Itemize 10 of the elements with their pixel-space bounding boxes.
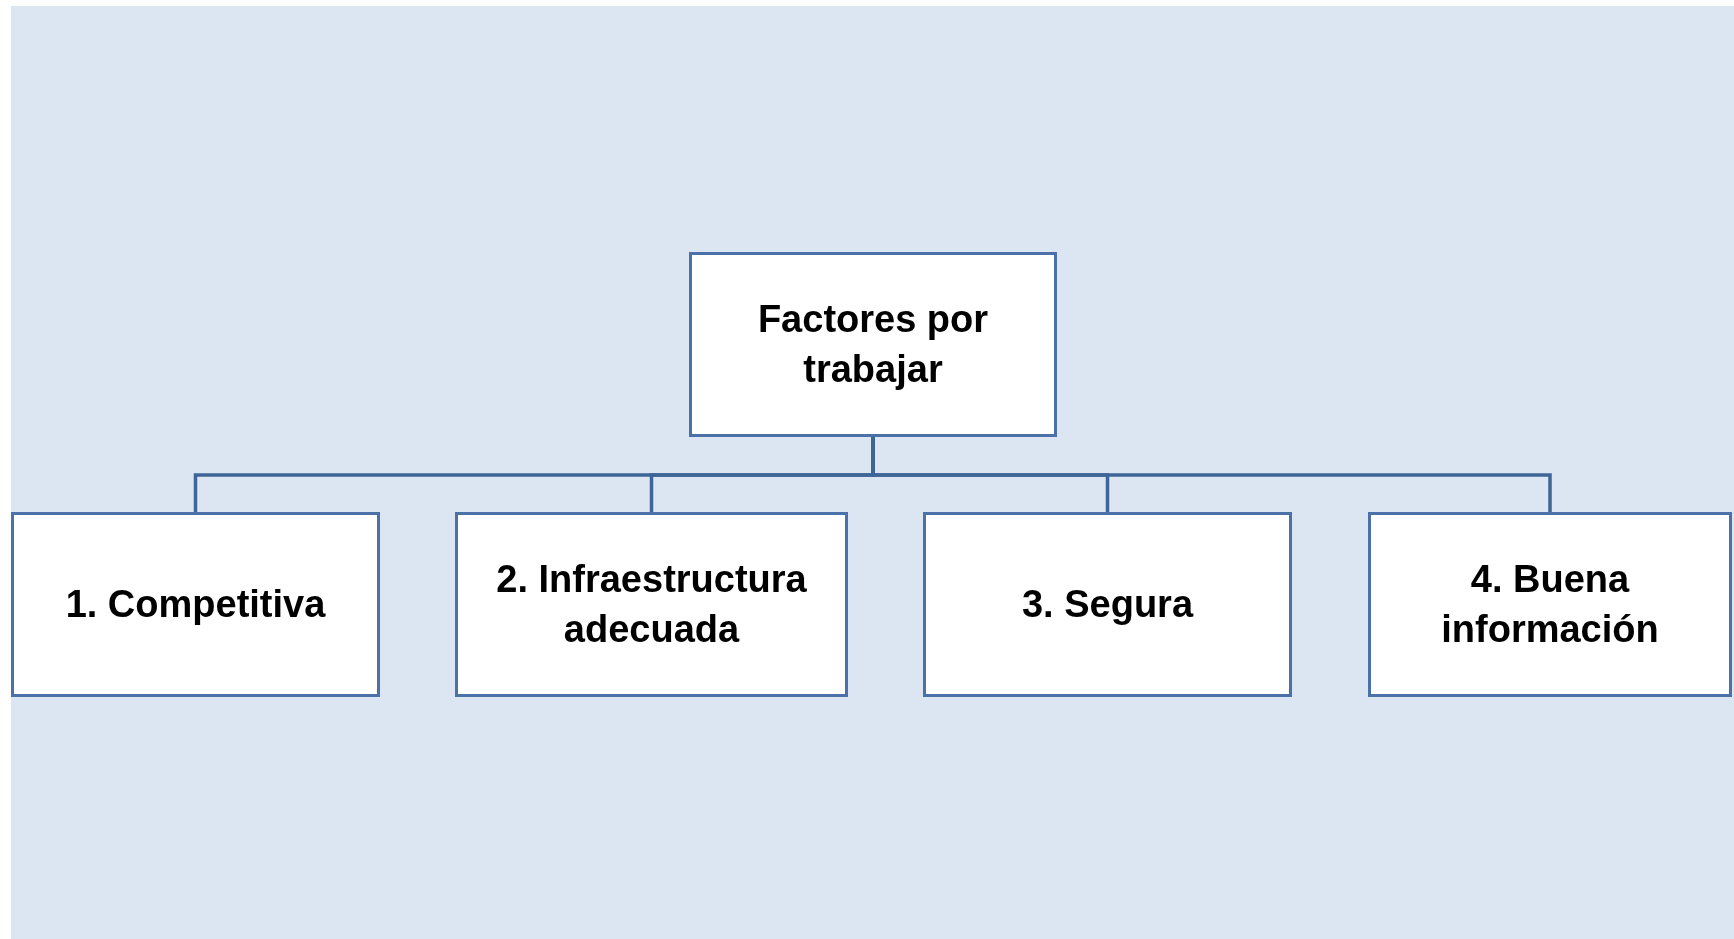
box-label: 1. Competitiva bbox=[65, 581, 326, 627]
org-box bbox=[923, 512, 1292, 697]
box-label: 3. Segura bbox=[1021, 581, 1194, 627]
box-label: 4. Buena información bbox=[1440, 557, 1660, 652]
org-box bbox=[1368, 512, 1732, 697]
org-box bbox=[455, 512, 848, 697]
org-box bbox=[11, 512, 380, 697]
box-label: Factores por trabajar bbox=[756, 297, 990, 392]
box-label: 2. Infraestructura adecuada bbox=[495, 557, 808, 652]
org-box bbox=[689, 252, 1057, 437]
